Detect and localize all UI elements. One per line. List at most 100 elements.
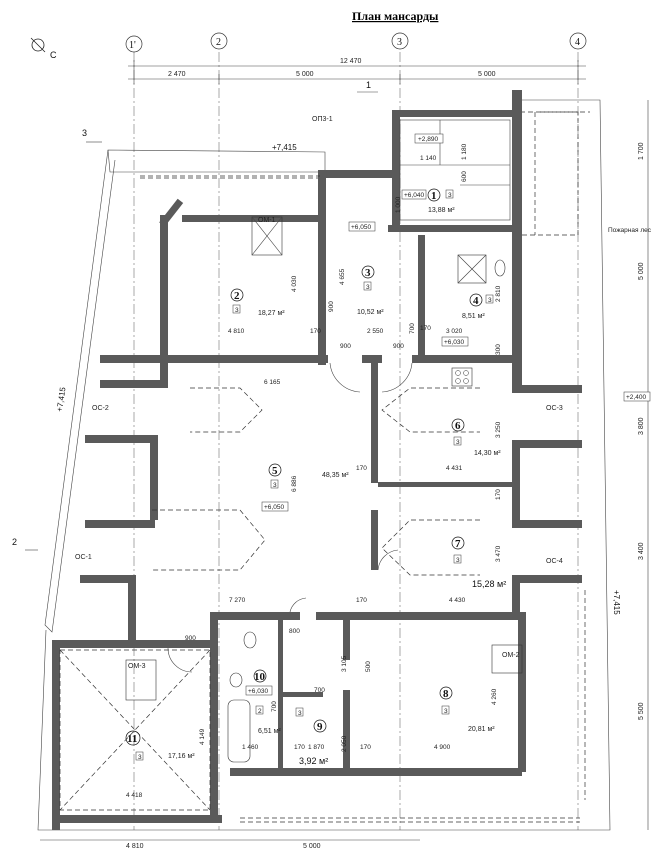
label-fire-ladder: Пожарная лес xyxy=(608,227,652,234)
section-mark-1: 1 xyxy=(366,80,371,90)
elev-6030-b: +6,030 xyxy=(248,688,268,695)
elev-2400: +2,400 xyxy=(626,394,646,401)
walls xyxy=(52,90,582,830)
room-1-cat: 3 xyxy=(448,192,452,199)
room-9-cat: 3 xyxy=(298,710,302,717)
dim-170-e: 170 xyxy=(356,597,367,604)
dim-4418: 4 418 xyxy=(126,792,143,799)
axis-label-4: 4 xyxy=(575,37,580,48)
room-9-num: 9 xyxy=(317,721,323,733)
dim-2550: 2 550 xyxy=(367,328,384,335)
dim-seg-2: 5 000 xyxy=(296,71,314,78)
room-8-num: 8 xyxy=(443,688,449,700)
room-4-area: 8,51 м² xyxy=(462,313,485,320)
room-2-area: 18,27 м² xyxy=(258,310,285,317)
right-dimensions: 1 700 5 000 3 800 3 400 5 500 xyxy=(638,100,649,830)
elevation-marks: +2,890 +6,040 +6,050 +6,030 +6,050 +6,03… xyxy=(55,133,651,696)
windows: ОМ-1 ОМ-2 ОМ-3 ОС-1 ОС-2 ОС-3 ОС-4 ОП3-1… xyxy=(75,116,652,701)
dim-1870: 1 870 xyxy=(308,744,325,751)
label-os2: ОС-2 xyxy=(92,405,109,412)
dim-seg-1: 2 470 xyxy=(168,71,186,78)
room-6-num: 6 xyxy=(455,420,461,432)
room-2-cat: 3 xyxy=(235,307,239,314)
dim-900-c: 900 xyxy=(393,343,404,350)
dim-500: 500 xyxy=(365,661,372,672)
dim-bottom-1: 4 810 xyxy=(126,843,144,850)
room-10-cat: 2 xyxy=(258,708,262,715)
room-6-cat: 3 xyxy=(456,439,460,446)
room-10-area: 6,51 м² xyxy=(258,728,281,735)
dim-300: 300 xyxy=(495,344,502,355)
label-om1: ОМ-1 xyxy=(258,217,276,224)
dim-1180: 1 180 xyxy=(461,143,468,160)
elev-6040: +6,040 xyxy=(404,192,424,199)
elev-6030-a: +6,030 xyxy=(444,339,464,346)
dim-4260: 4 260 xyxy=(491,688,498,705)
dim-6886: 6 886 xyxy=(291,475,298,492)
dim-900-d: 900 xyxy=(185,635,196,642)
top-dimensions: 12 470 2 470 5 000 5 000 xyxy=(128,58,586,84)
dim-7270: 7 270 xyxy=(229,597,246,604)
room-1-area: 13,88 м² xyxy=(428,207,455,214)
room-7-num: 7 xyxy=(455,538,461,550)
dim-4900: 4 900 xyxy=(434,744,451,751)
label-om2: ОМ-2 xyxy=(502,652,520,659)
dim-700-a: 700 xyxy=(409,323,416,334)
room-4-cat: 3 xyxy=(488,297,492,304)
room-5-area: 48,35 м² xyxy=(322,472,349,479)
north-label: С xyxy=(50,50,57,60)
grid-axes: 1' 2 3 4 xyxy=(125,32,587,830)
axis-label-3: 3 xyxy=(397,37,402,48)
dim-3020: 3 020 xyxy=(446,328,463,335)
room-11-cat: 3 xyxy=(138,754,142,761)
dim-170-a: 170 xyxy=(310,328,321,335)
dim-900-b: 900 xyxy=(340,343,351,350)
dim-4655: 4 655 xyxy=(339,268,346,285)
room-labels: 1 3 13,88 м² 2 3 18,27 м² 3 3 10,52 м² 4… xyxy=(125,188,506,766)
label-os3: ОС-3 xyxy=(546,405,563,412)
dim-seg-3: 5 000 xyxy=(478,71,496,78)
dim-170-g: 170 xyxy=(294,744,305,751)
doors xyxy=(167,362,413,673)
room-6-area: 14,30 м² xyxy=(474,450,501,457)
dim-2050: 2 050 xyxy=(341,735,348,752)
bottom-dimensions: 4 810 5 000 xyxy=(40,839,420,850)
dim-right-3: 3 800 xyxy=(638,417,645,435)
dim-4030: 4 030 xyxy=(291,275,298,292)
dim-3250: 3 250 xyxy=(495,421,502,438)
room-4-num: 4 xyxy=(473,295,479,307)
dim-170-f: 170 xyxy=(360,744,371,751)
room-8-area: 20,81 м² xyxy=(468,726,495,733)
dim-1140: 1 140 xyxy=(420,155,437,162)
north-arrow: С xyxy=(30,37,57,60)
dim-700-b: 700 xyxy=(314,687,325,694)
room-7-area: 15,28 м² xyxy=(472,579,506,589)
elev-2890: +2,890 xyxy=(418,136,438,143)
dim-right-1: 1 700 xyxy=(638,142,645,160)
dim-right-5: 5 500 xyxy=(638,702,645,720)
room-11-num: 11 xyxy=(127,733,137,745)
rafter-dots xyxy=(140,111,590,823)
dim-4810: 4 810 xyxy=(228,328,245,335)
elev-7415-right: +7,415 xyxy=(612,590,621,615)
dim-1000: 1 000 xyxy=(395,196,402,213)
dim-700-c: 700 xyxy=(271,701,278,712)
dim-170-c: 170 xyxy=(356,465,367,472)
dim-6165: 6 165 xyxy=(264,379,281,386)
dim-right-2: 5 000 xyxy=(638,262,645,280)
room-7-cat: 3 xyxy=(456,557,460,564)
room-3-num: 3 xyxy=(365,267,371,279)
axis-label-2: 2 xyxy=(216,37,221,48)
dim-4431: 4 431 xyxy=(446,465,463,472)
dim-800: 800 xyxy=(289,628,300,635)
room-3-area: 10,52 м² xyxy=(357,309,384,316)
dim-600: 600 xyxy=(461,171,468,182)
plan-title: План мансарды xyxy=(352,9,439,23)
inner-dimensions: 1 140 1 180 600 1 000 4 655 4 030 900 4 … xyxy=(126,143,502,799)
dim-3105: 3 105 xyxy=(341,655,348,672)
dim-900-a: 900 xyxy=(328,301,335,312)
axis-label-1: 1' xyxy=(129,40,136,51)
section-marks: 1 2 3 xyxy=(12,80,378,551)
elev-7415-top: +7,415 xyxy=(272,143,297,152)
